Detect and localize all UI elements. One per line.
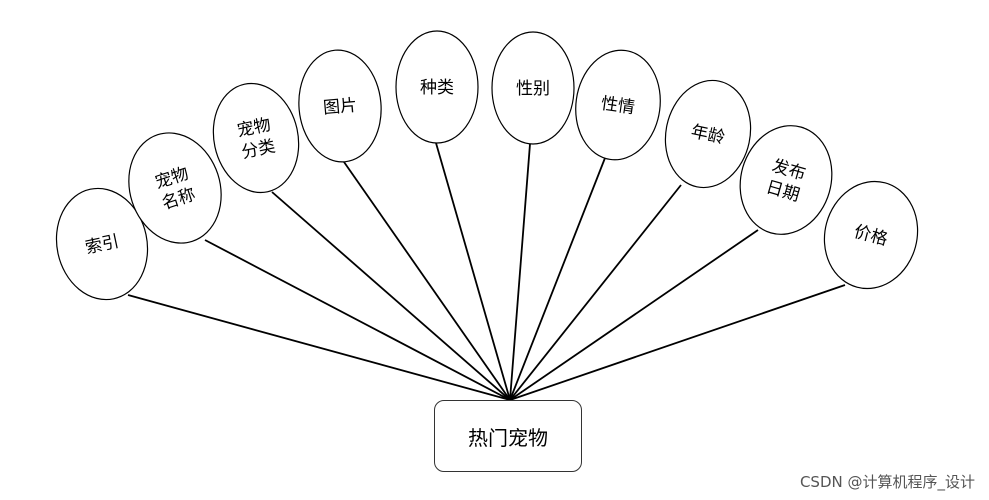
- connector-line-tupian: [343, 161, 511, 401]
- connector-line-suoyin: [127, 294, 511, 401]
- attribute-node-suoyin: 索引: [55, 187, 149, 301]
- watermark: CSDN @计算机程序_设计: [799, 473, 975, 491]
- attribute-node-xingqing: 性情: [575, 49, 661, 161]
- attribute-ellipse-chongwu-mingcheng: [128, 132, 222, 244]
- entity-label: 热门宠物: [468, 425, 548, 450]
- attribute-node-xingbie: 性别: [491, 31, 575, 145]
- connector-line-nianling: [509, 184, 682, 401]
- attribute-node-nianling: 年龄: [664, 79, 752, 189]
- entity-box: 热门宠物: [434, 400, 582, 472]
- connector-line-xingbie: [509, 143, 531, 401]
- connector-line-jiage: [509, 284, 846, 401]
- attribute-node-tupian: 图片: [298, 49, 382, 163]
- connector-line-zhonglei: [435, 142, 511, 401]
- connector-line-chongwu-mingcheng: [204, 239, 511, 401]
- attribute-ellipse-fabu-riqi: [739, 125, 833, 235]
- attribute-label-xingqing: 性情: [600, 94, 636, 119]
- connector-lines: [127, 142, 846, 401]
- attribute-ellipse-zhonglei: [395, 30, 479, 144]
- attribute-label-tupian: 图片: [322, 96, 358, 119]
- attribute-node-zhonglei: 种类: [395, 30, 479, 144]
- connector-line-xingqing: [509, 157, 606, 401]
- attribute-node-jiage: 价格: [823, 180, 919, 290]
- attribute-ellipse-nianling: [664, 79, 752, 189]
- attribute-ellipse-xingqing: [575, 49, 661, 161]
- attribute-ellipse-suoyin: [55, 187, 149, 301]
- attribute-ellipse-chongwu-fenlei: [212, 82, 300, 194]
- connector-line-chongwu-fenlei: [271, 191, 511, 401]
- connector-line-fabu-riqi: [509, 229, 759, 401]
- attribute-label-zhonglei: 种类: [420, 78, 454, 98]
- attribute-ellipse-jiage: [823, 180, 919, 290]
- attribute-label-xingbie: 性别: [516, 79, 550, 99]
- attribute-ellipse-xingbie: [491, 31, 575, 145]
